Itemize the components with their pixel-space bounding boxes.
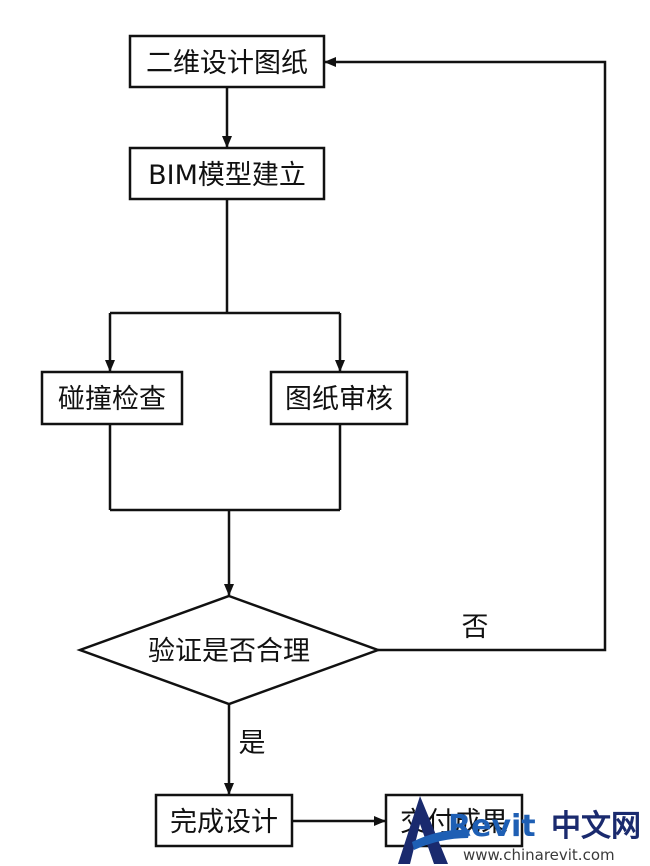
node-drawing-review-label: 图纸审核 <box>285 384 393 415</box>
watermark-brand-cn: 中文网 <box>551 809 641 844</box>
node-clash-check-label: 碰撞检查 <box>58 384 166 415</box>
node-complete-design-label: 完成设计 <box>170 807 278 838</box>
node-drawings-2d-label: 二维设计图纸 <box>146 48 308 79</box>
edge-label-no: 否 <box>462 612 489 643</box>
node-bim-model-label: BIM模型建立 <box>148 160 306 191</box>
watermark-logo-icon <box>398 796 448 864</box>
watermark-logo-swoosh-icon <box>412 829 470 850</box>
node-box-bim-model <box>128 146 326 201</box>
node-decision-label: 验证是否合理 <box>148 636 310 667</box>
node-box-drawings-2d <box>128 34 326 89</box>
watermark: Revit 中文网 www.chinarevit.com <box>398 796 641 864</box>
edge-label-yes: 是 <box>239 728 266 759</box>
edge-no-loop-back <box>324 57 607 652</box>
watermark-brand-main: Revit <box>448 809 536 844</box>
node-box-complete-design <box>154 793 294 848</box>
watermark-url: www.chinarevit.com <box>463 846 615 864</box>
node-box-drawing-review <box>269 370 409 426</box>
node-box-clash-check <box>40 370 184 426</box>
